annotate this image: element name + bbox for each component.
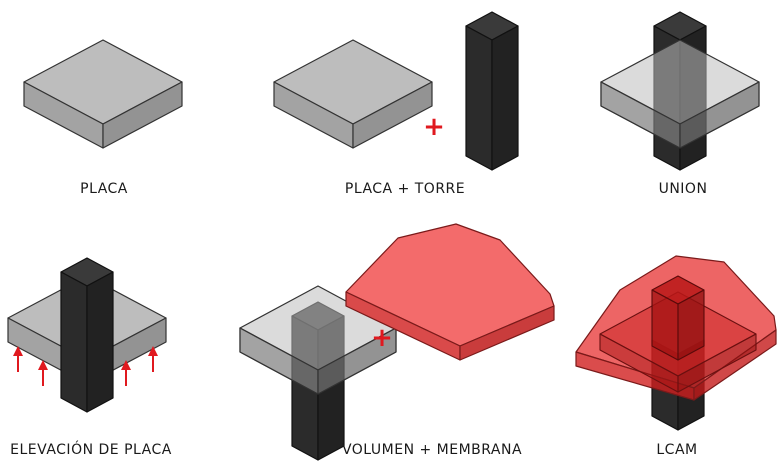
lcam-tower-upper <box>651 275 705 361</box>
caption-placa-torre: PLACA + TORRE <box>344 181 466 197</box>
union-slab-top <box>600 39 760 149</box>
elevation-arrows <box>13 346 158 386</box>
caption-lcam: LCAM <box>656 442 698 458</box>
placa-slab <box>23 39 183 149</box>
caption-volumen-membrana: VOLUMEN + MEMBRANA <box>341 442 523 458</box>
membrane <box>345 223 555 361</box>
caption-placa: PLACA <box>80 181 128 197</box>
elevacion-tower <box>60 257 114 413</box>
plus-sign-1: + <box>423 112 445 142</box>
placa-torre-tower <box>465 11 519 171</box>
plus-sign-2: + <box>371 323 393 353</box>
caption-union: UNION <box>658 181 708 197</box>
caption-elevacion: ELEVACIÓN DE PLACA <box>10 442 172 458</box>
placa-torre-slab <box>273 39 433 149</box>
